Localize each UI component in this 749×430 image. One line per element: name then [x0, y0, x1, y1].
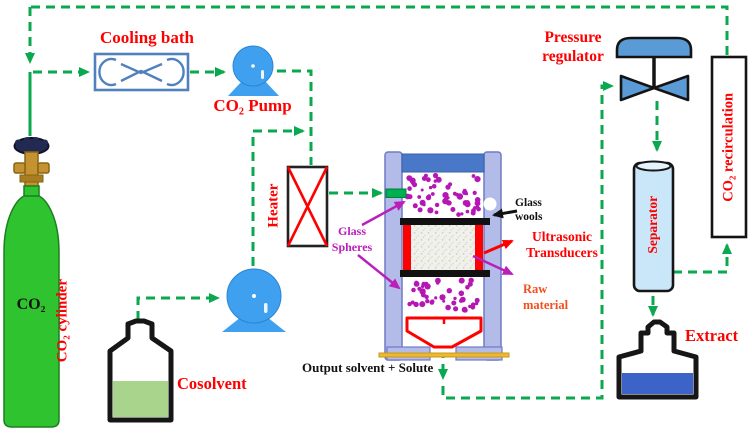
cylinder-body	[3, 195, 60, 428]
pump-base	[222, 317, 286, 332]
raw-material-arrow	[472, 254, 514, 276]
flow-pump-to-heater	[277, 69, 313, 165]
label-separator: Separator	[645, 195, 661, 254]
glass-spheres-arrow-lower	[357, 254, 401, 290]
raw-material-bed	[411, 225, 475, 271]
regulator-bowtie-right	[652, 74, 690, 102]
co2-cylinder	[3, 137, 60, 428]
regulator-bowtie-left	[619, 74, 656, 102]
label-co2-cylinder: CO₂ cylinder	[54, 279, 71, 363]
transducer-left	[403, 225, 411, 271]
transducer-plate-bottom	[400, 270, 490, 277]
annotation-arrows	[357, 200, 518, 290]
glass-wool-notch	[483, 197, 497, 211]
label-co2-pump: CO₂ Pump	[213, 96, 292, 115]
valve-stem	[24, 151, 39, 189]
heater-unit	[286, 165, 329, 248]
co2-pump	[228, 45, 279, 96]
vessel-cap	[401, 153, 485, 173]
cooling-bath	[93, 52, 190, 92]
separator-top	[635, 160, 672, 172]
base-plate	[378, 352, 510, 358]
label-output-stream: Output solvent + Solute	[302, 360, 434, 375]
label-cooling-bath: Cooling bath	[100, 28, 194, 47]
heater-x	[286, 166, 329, 247]
extract-liquid	[622, 373, 693, 394]
flow-outlet-to-regulator	[441, 81, 614, 400]
label-glass-wools: Glass wools	[515, 197, 543, 224]
transducer-plate-top	[400, 218, 490, 225]
label-cylinder-co2: CO₂	[16, 296, 46, 313]
transducer-right	[475, 225, 483, 271]
glass-spheres-lower	[407, 277, 480, 313]
glass-spheres-upper	[404, 172, 481, 217]
flow-recirculation-top	[30, 5, 729, 55]
flow-lines	[25, 5, 732, 400]
label-raw-material: Raw material	[523, 282, 569, 313]
extraction-vessel	[378, 151, 510, 361]
label-ultrasonic-transducers: Ultrasonic Transducers	[526, 229, 598, 261]
pressure-regulator-valve	[615, 36, 693, 102]
co2-recirculation-box	[710, 55, 748, 239]
flow-separator-to-recirc	[673, 243, 732, 274]
vessel-wall-left	[384, 151, 403, 361]
glass-spheres-arrow-upper	[361, 200, 406, 227]
label-co2-recirculation: CO₂ recirculation	[720, 92, 737, 202]
label-pressure-regulator: Pressure regulator	[542, 29, 604, 65]
label-extract: Extract	[685, 326, 739, 345]
flow-cosolvent-join	[251, 126, 305, 266]
extract-bottle	[616, 319, 699, 400]
regulator-dome	[615, 36, 693, 59]
vessel-funnel	[405, 316, 483, 349]
label-cosolvent: Cosolvent	[177, 374, 247, 393]
pump-base	[228, 80, 279, 96]
glass-wools-arrow	[492, 208, 518, 219]
cosolvent-liquid	[113, 381, 168, 417]
ultrasonic-arrow	[483, 239, 514, 255]
label-heater: Heater	[265, 183, 282, 228]
cosolvent-pump	[222, 268, 286, 332]
inlet-port	[385, 188, 407, 198]
cosolvent-bottle	[107, 318, 174, 423]
flow-bottle-to-pump	[136, 293, 220, 320]
vessel-wall-right	[483, 151, 502, 361]
label-glass-spheres: Glass Spheres	[331, 224, 373, 255]
separator-vessel	[632, 160, 675, 293]
